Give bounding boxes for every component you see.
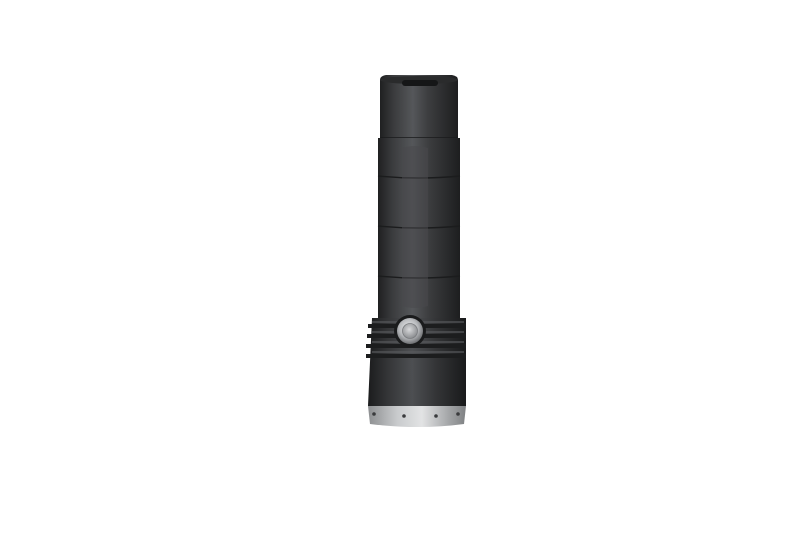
flashlight-body bbox=[377, 138, 461, 318]
power-button-icon bbox=[394, 315, 426, 347]
flashlight-bezel bbox=[368, 406, 466, 427]
tail-cap-icon bbox=[380, 75, 458, 140]
